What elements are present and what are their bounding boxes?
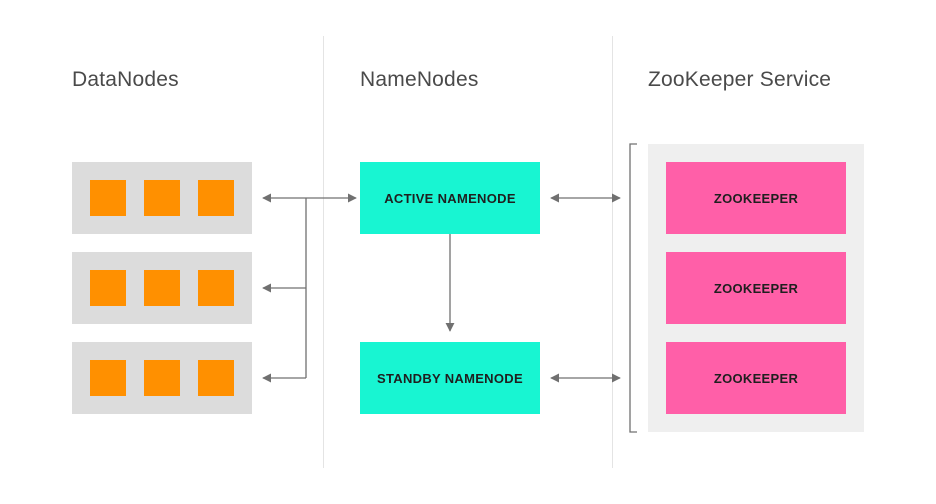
active-namenode: ACTIVE NAMENODE	[360, 162, 540, 234]
data-block	[198, 270, 234, 306]
zookeeper-service-panel: ZOOKEEPER ZOOKEEPER ZOOKEEPER	[648, 144, 864, 432]
column-divider-left	[323, 36, 324, 468]
zookeeper-title: ZooKeeper Service	[648, 68, 832, 91]
zookeeper-service-bracket	[629, 143, 637, 433]
datanode-row	[72, 162, 252, 234]
zookeeper-node: ZOOKEEPER	[666, 252, 846, 324]
standby-namenode: STANDBY NAMENODE	[360, 342, 540, 414]
data-block	[144, 270, 180, 306]
namenodes-title: NameNodes	[360, 68, 479, 91]
zookeeper-node: ZOOKEEPER	[666, 342, 846, 414]
column-divider-right	[612, 36, 613, 468]
datanode-row	[72, 252, 252, 324]
datanodes-title: DataNodes	[72, 68, 179, 91]
data-block	[90, 180, 126, 216]
data-block	[144, 180, 180, 216]
zookeeper-node: ZOOKEEPER	[666, 162, 846, 234]
data-block	[144, 360, 180, 396]
datanode-row	[72, 342, 252, 414]
data-block	[90, 270, 126, 306]
data-block	[90, 360, 126, 396]
data-block	[198, 180, 234, 216]
data-block	[198, 360, 234, 396]
